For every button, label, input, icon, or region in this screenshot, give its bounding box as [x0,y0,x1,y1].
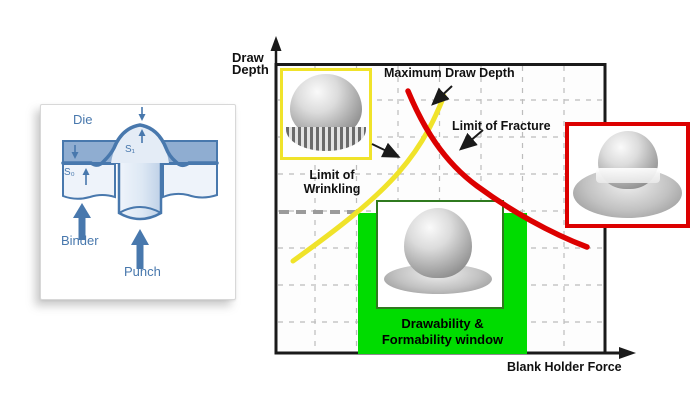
limit-of-fracture-label: Limit of Fracture [452,119,551,133]
punch-force-up-arrow-icon [131,229,149,269]
y-axis-label: Draw Depth [232,50,269,77]
s1-thickness-arrows-icon [138,107,146,143]
limit-of-wrinkling-line1: Limit of [309,168,355,182]
good-cup-image [378,202,498,303]
max-draw-depth-label: Maximum Draw Depth [384,66,515,80]
s1-label: S₁ [125,144,136,155]
s0-label: S₀ [64,167,75,178]
wrinkled-cup-image [283,71,369,157]
binder-force-up-arrow-icon [73,203,91,240]
binder-block-right [162,163,218,199]
x-axis-arrowhead-icon [619,347,636,359]
fractured-cup-photo-box [565,122,690,228]
sheet-metal-line [61,123,219,167]
fracture-crack-band [596,168,660,183]
window-label-line2: Formability window [381,332,504,347]
wrinkled-cup-photo-box [280,68,372,160]
deep-drawing-schematic-drawing [61,107,219,269]
sheet-dome [111,125,169,163]
s0-thickness-arrows-icon [71,145,90,185]
limit-of-wrinkling-line2: Wrinkling [303,182,361,196]
y-axis-label-line1: Draw [232,50,264,65]
die-label: Die [73,112,93,127]
limit-of-fracture-pointer-arrow-icon [458,129,484,151]
binder-block-left [62,163,116,200]
limit-of-fracture-curve [405,88,590,250]
punch-label: Punch [124,264,161,279]
good-cup-dome [404,208,472,278]
y-axis-label-line2: Depth [232,62,269,77]
deep-drawing-schematic-panel: Die S₀ S₁ Binder Punch [40,104,236,300]
fractured-cup-image [569,126,686,224]
binder-label: Binder [61,233,99,248]
good-cup-photo-box [376,200,504,309]
x-axis [604,347,636,359]
limit-of-wrinkling-pointer-arrow-icon [371,142,401,158]
limit-of-wrinkling-label: Limit of Wrinkling [294,168,370,196]
window-label-line1: Drawability & [401,316,484,331]
window-label: Drawability & Formability window [358,316,527,348]
y-axis-arrowhead-icon [270,36,282,51]
y-axis [270,36,282,64]
x-axis-label: Blank Holder Force [507,360,622,374]
limit-of-wrinkling-curve [290,93,447,264]
max-draw-depth-pointer-arrow-icon [431,85,453,106]
formability-window-region: Drawability & Formability window [358,200,527,354]
